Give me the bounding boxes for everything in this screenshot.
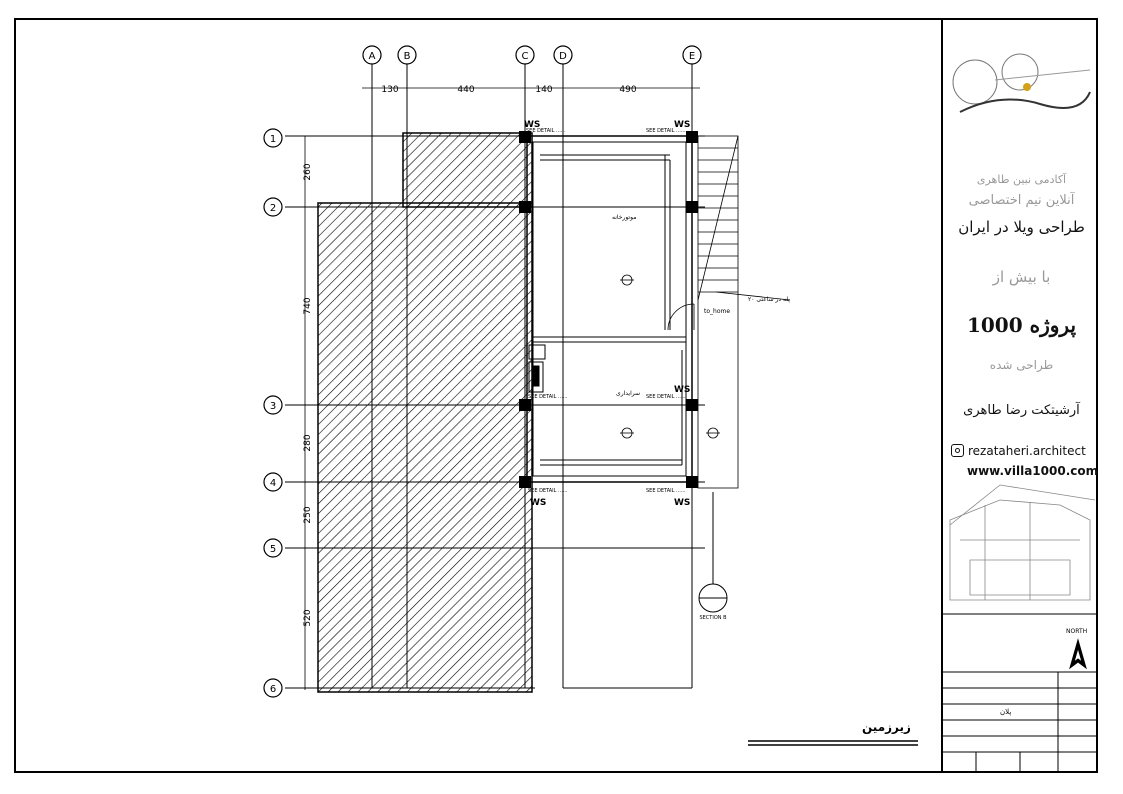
room-labels: موتورخانه سرایداری ۲۰ پله در ساعتی to_ho… (612, 214, 790, 397)
see-detail-label: SEE DETAIL ...... (646, 488, 686, 494)
north-arrow (1069, 638, 1087, 670)
grid-row-2: 2 (270, 203, 276, 214)
column-bubbles: A B C D E (362, 45, 702, 65)
equipment (528, 344, 546, 393)
sheet-border (14, 18, 1098, 773)
grid-row-3: 3 (270, 401, 276, 412)
room-label-janitor: سرایداری (616, 390, 640, 397)
title-block: آکادمی نبین طاهری آنلاین نیم اختصاصی طرا… (941, 18, 1098, 773)
grid-row-1: 1 (270, 134, 276, 145)
grid-row-6: 6 (270, 684, 276, 695)
section-marker-label: SECTION B (699, 615, 727, 621)
top-dim-0: 130 (381, 85, 398, 95)
grid-lines (285, 62, 705, 689)
see-detail-label: SEE DETAIL ...... (526, 128, 566, 134)
dimension-lines (304, 87, 700, 690)
title-block-lines (941, 613, 1098, 773)
instagram-icon (951, 444, 964, 457)
logo-sketch (952, 53, 1091, 113)
grid-col-b: B (404, 51, 411, 62)
left-dimension-labels: 260 740 280 250 520 (303, 163, 313, 626)
walls (526, 135, 693, 483)
instagram-handle[interactable]: rezataheri.architect (951, 444, 1086, 458)
top-dim-2: 140 (535, 85, 552, 95)
to-home-label: to_home (704, 308, 730, 315)
instagram-text: rezataheri.architect (968, 444, 1086, 458)
level-markers (620, 274, 720, 439)
title-line-6: آرشیتکت رضا طاهری (963, 403, 1080, 418)
grid-col-e: E (689, 51, 695, 62)
see-detail-label: SEE DETAIL ...... (646, 128, 686, 134)
left-dim-4: 520 (303, 609, 313, 626)
see-detail-labels: SEE DETAIL ...... SEE DETAIL ...... SEE … (526, 128, 686, 494)
left-dim-3: 250 (303, 506, 313, 523)
room-label-engine: موتورخانه (612, 214, 636, 221)
title-line-1: آنلاین نیم اختصاصی (968, 193, 1075, 208)
left-dim-1: 740 (303, 297, 313, 314)
top-dim-1: 440 (457, 85, 474, 95)
columns (519, 131, 698, 488)
title-line-4: 1000 پروژه (966, 313, 1077, 337)
stair (697, 135, 791, 489)
title-line-2: طراحی ویلا در ایران (958, 218, 1085, 236)
row-bubbles: 1 2 3 4 5 6 (263, 128, 283, 698)
sheet-title: زیرزمین (862, 720, 911, 734)
door-swing (667, 303, 695, 331)
see-detail-label: SEE DETAIL ...... (528, 488, 568, 494)
north-label: NORTH (1066, 628, 1088, 635)
section-marker: SECTION B (698, 492, 728, 621)
website-link[interactable]: www.villa1000.com (967, 464, 1099, 478)
villa-sketch (949, 484, 1096, 601)
title-line-3: با بیش از (992, 268, 1051, 286)
hatched-area (317, 132, 533, 693)
see-detail-label: SEE DETAIL ...... (528, 394, 568, 400)
left-dim-2: 280 (303, 434, 313, 451)
ws-label: WS (524, 120, 540, 130)
ws-label: WS (674, 120, 690, 130)
ws-label: WS (674, 498, 690, 508)
ws-label: WS (530, 498, 546, 508)
grid-col-a: A (369, 51, 376, 62)
sheet-title-underline (748, 740, 918, 746)
left-dim-0: 260 (303, 163, 313, 180)
grid-row-5: 5 (270, 544, 276, 555)
grid-col-c: C (522, 51, 529, 62)
stair-note: ۲۰ پله در ساعتی (748, 296, 790, 303)
see-detail-label: SEE DETAIL ...... (646, 394, 686, 400)
title-line-5: طراحی شده (989, 358, 1054, 372)
table-value: پلان (1000, 708, 1012, 716)
ws-labels: WS WS WS WS WS (524, 120, 690, 508)
brand-text: آکادمی نبین طاهری (976, 173, 1067, 186)
grid-row-4: 4 (270, 478, 276, 489)
top-dim-3: 490 (619, 85, 636, 95)
ws-label: WS (674, 385, 690, 395)
grid-col-d: D (559, 51, 567, 62)
top-dimension-labels: 130 440 140 490 (381, 85, 636, 95)
